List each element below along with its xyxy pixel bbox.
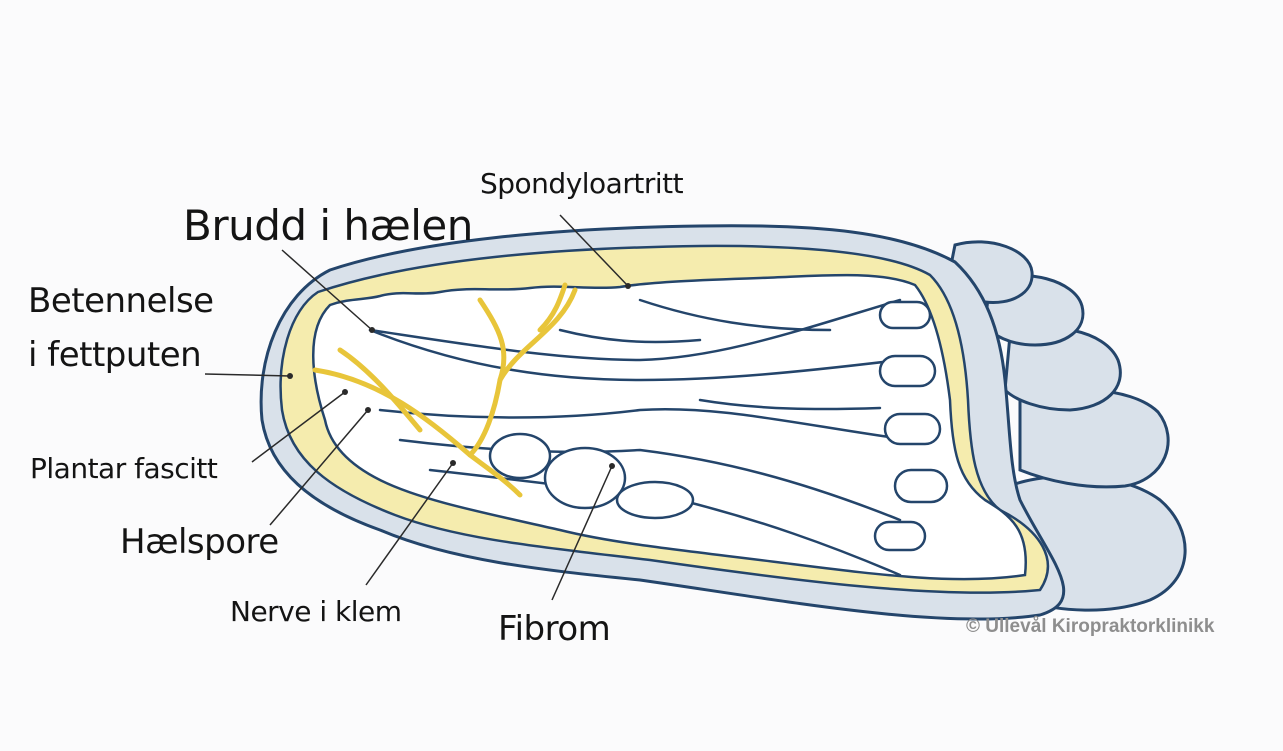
label-brudd-i-haelen: Brudd i hælen bbox=[183, 205, 473, 247]
label-betennelse-line2: i fettputen bbox=[28, 338, 201, 372]
copyright-notice: © Ullevål Kiropraktorklinikk bbox=[966, 616, 1214, 638]
label-nerve-i-klem: Nerve i klem bbox=[230, 598, 402, 626]
label-fibrom: Fibrom bbox=[498, 612, 610, 646]
label-spondyloartritt: Spondyloartritt bbox=[480, 170, 683, 198]
label-plantar-fascitt: Plantar fascitt bbox=[30, 455, 217, 483]
label-haelspore: Hælspore bbox=[120, 525, 279, 559]
label-betennelse-line1: Betennelse bbox=[28, 284, 214, 318]
